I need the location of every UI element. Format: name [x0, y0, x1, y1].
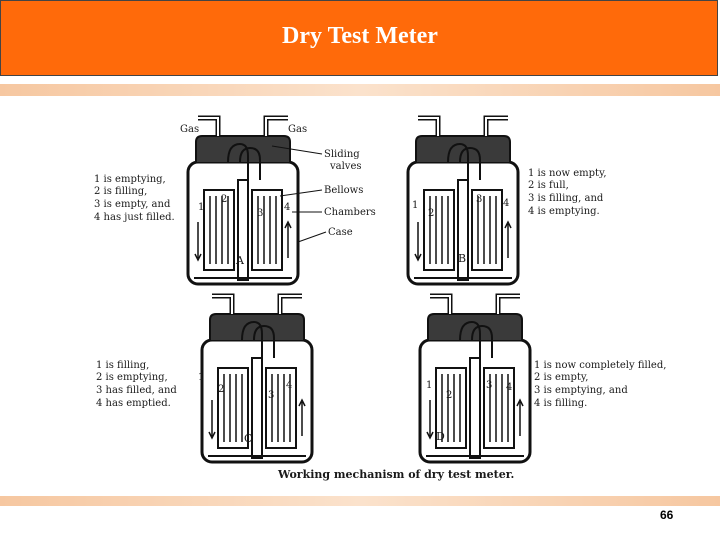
- chamber-number: 3: [486, 380, 492, 391]
- decorative-band-bottom: [0, 496, 720, 506]
- panel-a-line: 4 has just filled.: [94, 212, 175, 223]
- bellows-label: Bellows: [324, 185, 363, 196]
- chamber-number: 3: [257, 208, 263, 219]
- chamber-number: 1: [412, 200, 418, 211]
- panel-a-line: 3 is empty, and: [94, 199, 171, 210]
- panel-c-line: 4 has emptied.: [96, 398, 171, 409]
- chamber-number: 2: [428, 208, 434, 219]
- chamber-number: 2: [218, 384, 224, 395]
- panel-b-line: 3 is filling, and: [528, 193, 604, 204]
- panel-b-line: 2 is full,: [528, 180, 569, 191]
- title-bar: Dry Test Meter: [0, 0, 718, 76]
- chamber-number: 3: [476, 194, 482, 205]
- figure-caption: Working mechanism of dry test meter.: [277, 468, 514, 481]
- panel-d-line: 2 is empty,: [534, 372, 588, 383]
- panel-letter-d: D: [436, 430, 445, 443]
- chamber-number: 4: [284, 202, 290, 213]
- chamber-number: 2: [221, 194, 227, 205]
- panel-letter-b: B: [458, 252, 466, 265]
- meter-panel-c: [202, 296, 312, 462]
- chamber-number: 1: [198, 372, 204, 383]
- valves-label: valves: [329, 161, 362, 172]
- chamber-number: 4: [506, 382, 512, 393]
- panel-d-line: 4 is filling.: [534, 398, 587, 409]
- chamber-number: 4: [286, 380, 292, 391]
- slide-title: Dry Test Meter: [1, 23, 719, 50]
- chamber-number: 1: [426, 380, 432, 391]
- gas-in-label: Gas: [180, 124, 199, 135]
- panel-letter-c: C: [244, 432, 252, 445]
- sliding-label: Sliding: [324, 149, 360, 160]
- panel-b-line: 1 is now empty,: [528, 168, 607, 179]
- panel-c-line: 3 has filled, and: [96, 385, 177, 396]
- panel-letter-a: A: [235, 254, 245, 267]
- panel-a-line: 1 is emptying,: [94, 174, 166, 185]
- dry-test-meter-figure: Gas Gas Sliding valves Bellows Chambers …: [40, 92, 690, 496]
- panel-d-line: 1 is now completely filled,: [534, 360, 666, 371]
- panel-c-line: 1 is filling,: [96, 360, 149, 371]
- page-number: 66: [660, 508, 673, 522]
- panel-a-line: 2 is filling,: [94, 186, 147, 197]
- chambers-label: Chambers: [324, 207, 376, 218]
- panel-d-line: 3 is emptying, and: [534, 385, 628, 396]
- mechanism-diagram: Gas Gas Sliding valves Bellows Chambers …: [40, 92, 690, 496]
- chamber-number: 4: [503, 198, 509, 209]
- panel-b-line: 4 is emptying.: [528, 206, 600, 217]
- panel-c-line: 2 is emptying,: [96, 372, 168, 383]
- chamber-number: 2: [446, 390, 452, 401]
- chamber-number: 1: [198, 202, 204, 213]
- gas-out-label: Gas: [288, 124, 307, 135]
- chamber-number: 3: [268, 390, 274, 401]
- case-label: Case: [328, 227, 353, 238]
